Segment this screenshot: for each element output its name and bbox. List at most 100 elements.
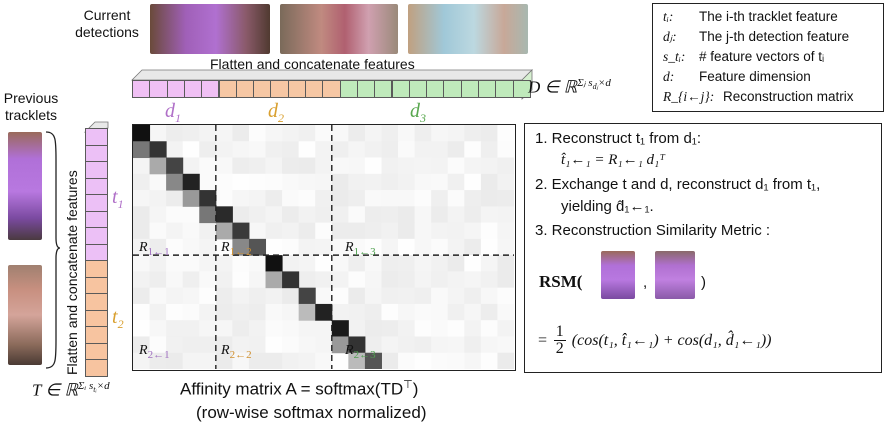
matrix-cell	[215, 141, 233, 159]
matrix-cell	[331, 287, 349, 305]
matrix-cell	[464, 157, 482, 175]
d-feature-cell	[408, 80, 428, 98]
matrix-cell	[215, 255, 233, 272]
d-feature-cell	[235, 80, 255, 98]
matrix-cell	[315, 336, 333, 354]
matrix-cell	[431, 206, 449, 224]
matrix-cell	[381, 222, 399, 240]
matrix-cell	[431, 157, 449, 175]
matrix-diagonal-cell	[215, 222, 233, 240]
matrix-cell	[298, 320, 316, 337]
matrix-cell	[414, 320, 432, 337]
matrix-cell	[464, 206, 482, 224]
matrix-cell	[315, 287, 333, 305]
matrix-cell	[298, 173, 316, 191]
matrix-diagonal-cell	[298, 303, 316, 321]
matrix-cell	[232, 303, 250, 321]
matrix-cell	[265, 173, 283, 191]
matrix-diagonal-cell	[232, 238, 250, 256]
matrix-diagonal-cell	[298, 287, 316, 305]
matrix-cell	[381, 125, 399, 142]
matrix-cell	[414, 303, 432, 321]
d-feature-cell	[426, 80, 445, 98]
matrix-cell	[497, 222, 514, 240]
matrix-cell	[232, 157, 250, 175]
matrix-cell	[215, 173, 233, 191]
matrix-cell	[248, 141, 267, 159]
matrix-cell	[464, 173, 482, 191]
matrix-cell	[348, 287, 366, 305]
matrix-cell	[182, 125, 200, 142]
affinity-matrix	[132, 124, 516, 371]
t-feature-cell	[85, 276, 108, 294]
matrix-cell	[166, 287, 184, 305]
matrix-diagonal-cell	[182, 190, 200, 207]
d-feature-cell	[512, 80, 531, 98]
matrix-cell	[364, 320, 382, 337]
matrix-cell	[447, 320, 465, 337]
matrix-cell	[199, 157, 217, 175]
affinity-caption-sub: (row-wise softmax normalized)	[196, 403, 427, 422]
matrix-cell	[497, 320, 514, 337]
t-feature-cell	[85, 177, 108, 195]
t-feature-cell	[85, 342, 108, 360]
method-steps-box: 1. Reconstruct t₁ from d₁: t̂₁←₁ = R₁←₁ …	[524, 123, 882, 373]
matrix-cell	[447, 190, 465, 207]
matrix-cell	[149, 238, 167, 256]
d-feature-cell	[166, 80, 185, 98]
matrix-cell	[381, 287, 399, 305]
matrix-diagonal-cell	[348, 336, 366, 354]
matrix-diagonal-cell	[348, 352, 366, 369]
matrix-cell	[480, 222, 498, 240]
matrix-cell	[331, 173, 349, 191]
matrix-cell	[133, 255, 151, 272]
matrix-cell	[315, 125, 333, 142]
matrix-cell	[149, 255, 167, 272]
matrix-cell	[265, 303, 283, 321]
t-feature-cell	[85, 293, 108, 311]
matrix-cell	[464, 287, 482, 305]
matrix-cell	[348, 190, 366, 207]
matrix-cell	[149, 287, 167, 305]
matrix-cell	[282, 320, 300, 337]
t-feature-cell	[85, 227, 108, 245]
matrix-diagonal-cell	[248, 238, 267, 256]
matrix-cell	[381, 352, 399, 369]
matrix-cell	[133, 352, 151, 369]
matrix-cell	[232, 255, 250, 272]
matrix-cell	[414, 222, 432, 240]
matrix-cell	[248, 320, 267, 337]
matrix-cell	[133, 303, 151, 321]
matrix-cell	[265, 352, 283, 369]
matrix-cell	[133, 173, 151, 191]
matrix-cell	[331, 125, 349, 142]
d2-label: d2	[268, 100, 284, 125]
tracklet-brace	[45, 131, 60, 369]
matrix-cell	[215, 157, 233, 175]
matrix-cell	[431, 336, 449, 354]
matrix-cell	[133, 190, 151, 207]
matrix-cell	[282, 157, 300, 175]
matrix-cell	[149, 125, 167, 142]
matrix-cell	[381, 336, 399, 354]
matrix-cell	[166, 206, 184, 224]
matrix-cell	[398, 157, 416, 175]
matrix-cell	[364, 255, 382, 272]
matrix-cell	[149, 173, 167, 191]
d1-label: d1	[165, 100, 181, 125]
matrix-cell	[248, 157, 267, 175]
matrix-cell	[464, 336, 482, 354]
matrix-cell	[315, 157, 333, 175]
matrix-diagonal-cell	[331, 336, 349, 354]
matrix-cell	[414, 238, 432, 256]
matrix-cell	[447, 157, 465, 175]
matrix-cell	[199, 271, 217, 289]
matrix-cell	[215, 352, 233, 369]
matrix-cell	[497, 303, 514, 321]
matrix-cell	[215, 271, 233, 289]
d-feature-cell	[218, 80, 237, 98]
detection-image-3	[408, 4, 528, 54]
matrix-cell	[348, 173, 366, 191]
d-feature-cell	[478, 80, 497, 98]
matrix-cell	[215, 125, 233, 142]
